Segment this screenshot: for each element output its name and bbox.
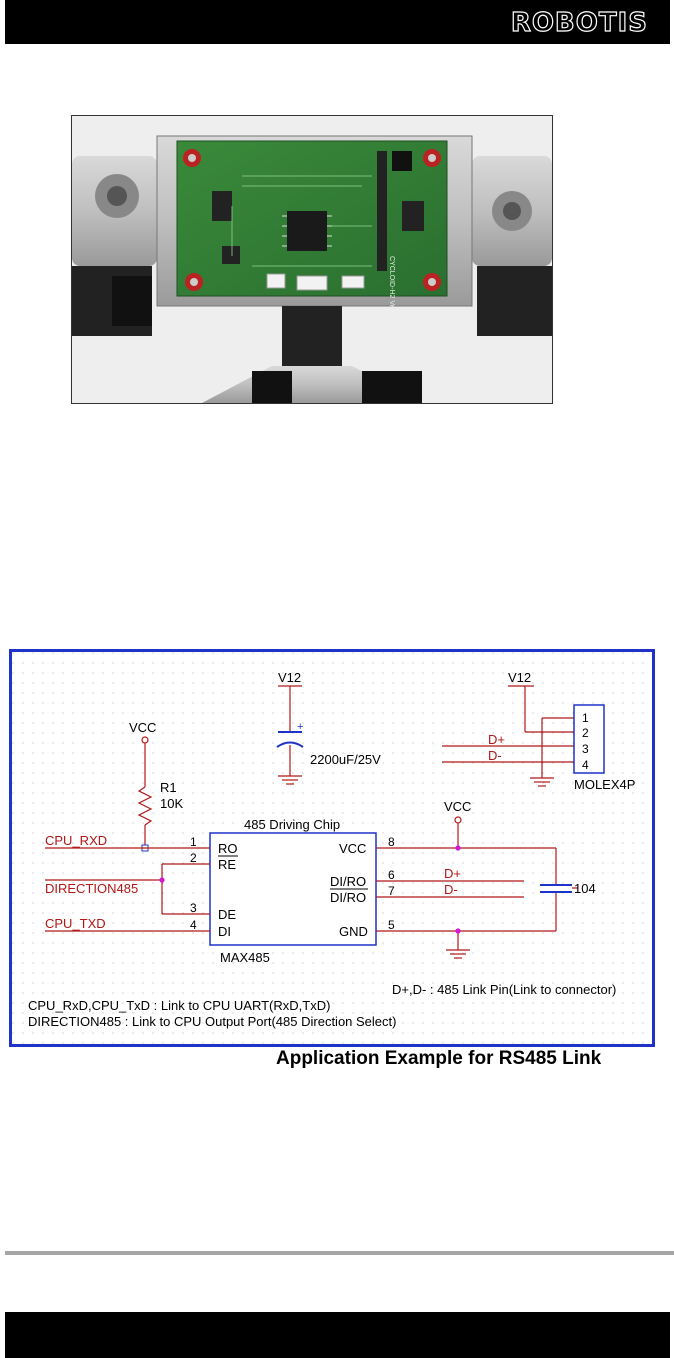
board-silkscreen: CYCLOID-H2 Ver (388, 256, 395, 312)
chip-title: 485 Driving Chip (244, 817, 340, 832)
robot-board-photo: CYCLOID-H2 Ver (71, 115, 553, 404)
left-nets (45, 847, 210, 932)
r1-value: 10K (160, 796, 183, 811)
pin-num-8: 8 (388, 835, 395, 849)
conn-pin-1: 1 (582, 711, 589, 725)
pin-name-ro: RO (218, 841, 238, 856)
pin-name-re: RE (218, 857, 236, 872)
pin-name-dira: DI/RO (330, 874, 366, 889)
pin-num-2: 2 (190, 851, 197, 865)
out-dminus-label: D- (444, 882, 458, 897)
pin-name-gnd: GND (339, 924, 368, 939)
pin-name-de: DE (218, 907, 236, 922)
note-direction: DIRECTION485 : Link to CPU Output Port(4… (28, 1014, 396, 1029)
net-cpu-txd: CPU_TXD (45, 916, 106, 931)
cap-value: 2200uF/25V (310, 752, 381, 767)
r1-resistor (137, 743, 153, 845)
vcc-left-label: VCC (129, 720, 156, 735)
rs485-schematic: V12 + 2200uF/25V V12 1 2 3 (9, 649, 655, 1047)
footer-divider (5, 1251, 674, 1255)
right-nets (376, 823, 557, 950)
conn-dplus-label: D+ (488, 732, 505, 747)
pin-num-4: 4 (190, 918, 197, 932)
conn-pin-2: 2 (582, 726, 589, 740)
pin-num-5: 5 (388, 918, 395, 932)
pin-name-vcc: VCC (339, 841, 366, 856)
pin-num-3: 3 (190, 901, 197, 915)
net-direction485: DIRECTION485 (45, 881, 138, 896)
pin-num-7: 7 (388, 884, 395, 898)
board-photo-illustration: CYCLOID-H2 Ver (72, 116, 552, 403)
v12-conn-label: V12 (508, 670, 531, 685)
conn-pin-3: 3 (582, 742, 589, 756)
out-dplus-label: D+ (444, 866, 461, 881)
cap-polarity: + (297, 721, 303, 733)
pin-name-dirb: DI/RO (330, 890, 366, 905)
note-uart: CPU_RxD,CPU_TxD : Link to CPU UART(RxD,T… (28, 998, 330, 1013)
note-link-pin: D+,D- : 485 Link Pin(Link to connector) (392, 982, 616, 997)
v12-cap-label: V12 (278, 670, 301, 685)
vcc-right-label: VCC (444, 799, 471, 814)
schematic-caption: Application Example for RS485 Link (276, 1048, 602, 1069)
chip-part: MAX485 (220, 950, 270, 965)
net-cpu-rxd: CPU_RXD (45, 833, 107, 848)
schematic-drawing: V12 + 2200uF/25V V12 1 2 3 (12, 652, 652, 1044)
bypass-cap-value: 104 (574, 881, 596, 896)
conn-pin-4: 4 (582, 758, 589, 772)
r1-name: R1 (160, 780, 177, 795)
page-footer-bar (5, 1312, 670, 1358)
ground-symbol (278, 775, 302, 785)
conn-dminus-label: D- (488, 748, 502, 763)
pin-name-di: DI (218, 924, 231, 939)
page-header-bar: ROBOTIS (5, 0, 670, 44)
pin-num-6: 6 (388, 868, 395, 882)
pin-num-1: 1 (190, 835, 197, 849)
connector-wires (442, 685, 574, 778)
ground-symbol-chip (446, 949, 470, 959)
cap-2200-wires (278, 685, 302, 776)
ground-symbol-conn (530, 777, 554, 787)
robotis-logo: ROBOTIS (510, 7, 648, 38)
molex-connector-body (573, 704, 605, 774)
connector-name: MOLEX4P (574, 777, 635, 792)
